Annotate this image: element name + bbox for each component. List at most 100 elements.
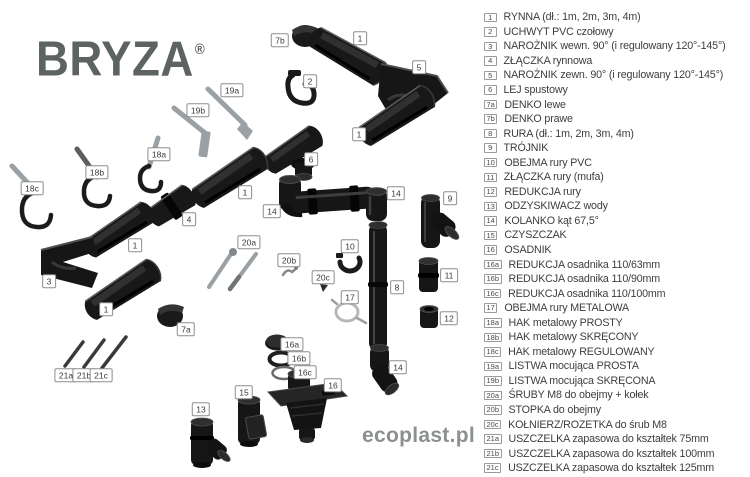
- part-label-5: 5: [412, 60, 426, 74]
- legend-number-box: 21a: [484, 434, 502, 444]
- part-label-8: 8: [390, 280, 404, 294]
- legend-label: LEJ spustowy: [503, 84, 568, 96]
- legend-number-box: 11: [484, 172, 497, 183]
- part-label-16: 16: [323, 378, 343, 392]
- part-label-11: 11: [440, 268, 458, 282]
- part-mounting-strip-straight: [205, 86, 253, 140]
- legend-label: LISTWA mocująca SKRĘCONA: [508, 374, 656, 387]
- legend-number-box: 18c: [484, 347, 502, 357]
- legend-label: REDUKCJA osadnika 110/90mm: [508, 273, 661, 286]
- legend-number-box: 17: [484, 303, 498, 313]
- part-label-18b: 18b: [85, 165, 109, 179]
- legend-item-16b: 16b REDUKCJA osadnika 110/90mm: [484, 272, 748, 287]
- legend-label: KOLANKO kąt 67,5°: [504, 214, 599, 227]
- website-text: ecoplast.pl: [362, 424, 475, 447]
- part-label-3: 3: [42, 274, 56, 288]
- legend-label: ZŁĄCZKA rury (mufa): [503, 171, 604, 184]
- legend-item-21a: 21a USZCZELKA zapasowa do kształtek 75mm: [484, 432, 748, 447]
- legend-label: DENKO prawe: [504, 113, 573, 126]
- legend-label: OSADNIK: [504, 244, 552, 257]
- part-label-21a: 21a: [54, 368, 78, 382]
- part-label-14: 14: [386, 186, 406, 200]
- legend-number-box: 5: [484, 70, 497, 81]
- part-metal-hook-adjustable: [9, 163, 54, 230]
- legend-item-11: 11 ZŁĄCZKA rury (mufa): [484, 170, 748, 185]
- legend-label: USZCZELKA zapasowa do kształtek 100mm: [508, 447, 715, 460]
- part-water-collector: [190, 417, 231, 468]
- legend-number-box: 16c: [484, 288, 502, 299]
- part-pipe-reducer: [419, 305, 439, 328]
- part-label-21c: 21c: [89, 368, 113, 382]
- legend-item-7b: 7b DENKO prawe: [484, 112, 748, 127]
- legend-number-box: 1: [484, 12, 497, 23]
- legend-label: USZCZELKA zapasowa do kształtek 125mm: [508, 462, 715, 475]
- legend-label: REDUKCJA osadnika 110/100mm: [508, 287, 666, 300]
- part-end-cap-left: [157, 304, 184, 327]
- legend-item-21c: 21c USZCZELKA zapasowa do kształtek 125mm: [484, 461, 748, 476]
- legend-number-box: 20a: [484, 390, 502, 401]
- part-elbow-bottom: [370, 344, 400, 396]
- legend-number-box: 14: [484, 216, 498, 226]
- legend-item-5: 5 NAROŻNIK zewn. 90° (i regulowany 120°-1…: [484, 68, 748, 83]
- part-gutter-4: [80, 257, 164, 324]
- legend-label: ODZYSKIWACZ wody: [504, 200, 608, 213]
- part-pvc-gutter-bracket: [285, 70, 317, 106]
- legend-number-box: 16b: [484, 274, 502, 284]
- part-label-18c: 18c: [20, 181, 44, 195]
- part-label-14: 14: [262, 204, 282, 218]
- part-rosette: [320, 284, 328, 292]
- legend-number-box: 7a: [484, 99, 498, 110]
- legend-number-box: 2: [484, 27, 497, 37]
- legend-label: NAROŻNIK zewn. 90° (i regulowany 120°-14…: [503, 69, 724, 82]
- part-label-6: 6: [304, 152, 318, 166]
- legend-label: REDUKCJA osadnika 110/63mm: [508, 258, 661, 271]
- legend-label: REDUKCJA rury: [504, 185, 581, 198]
- part-label-13: 13: [191, 402, 211, 416]
- part-label-7a: 7a: [176, 322, 196, 336]
- legend-item-14: 14 KOLANKO kąt 67,5°: [484, 214, 748, 229]
- legend-label: STOPKA do obejmy: [508, 404, 602, 417]
- part-label-1: 1: [238, 185, 252, 199]
- registered-trademark-icon: ®: [194, 40, 206, 58]
- brand-logo-text: BRYZA: [36, 30, 194, 86]
- part-label-4: 4: [182, 212, 196, 226]
- legend-number-box: 7b: [484, 114, 498, 124]
- part-label-1: 1: [352, 127, 366, 141]
- legend-label: UCHWYT PVC czołowy: [503, 25, 614, 38]
- part-gutter-top: [305, 23, 391, 87]
- brand-logo: BRYZA®: [36, 30, 206, 86]
- part-label-17: 17: [340, 290, 360, 304]
- legend-label: USZCZELKA zapasowa do kształtek 75mm: [508, 433, 709, 446]
- part-label-12: 12: [439, 311, 459, 325]
- part-label-16a: 16a: [280, 337, 304, 351]
- part-downpipe: [368, 221, 388, 351]
- legend-number-box: 21c: [484, 463, 502, 473]
- legend-label: OBEJMA rury PVC: [504, 156, 592, 169]
- part-offset-pipe: [291, 185, 377, 215]
- legend-number-box: 3: [484, 41, 497, 52]
- part-label-19b: 19b: [186, 103, 210, 117]
- legend-number-box: 10: [484, 157, 498, 168]
- part-label-16b: 16b: [287, 351, 311, 365]
- part-label-1: 1: [128, 238, 142, 252]
- part-label-10: 10: [340, 239, 360, 253]
- part-label-14: 14: [388, 360, 408, 374]
- part-label-1: 1: [99, 302, 113, 316]
- part-label-2: 2: [303, 74, 317, 88]
